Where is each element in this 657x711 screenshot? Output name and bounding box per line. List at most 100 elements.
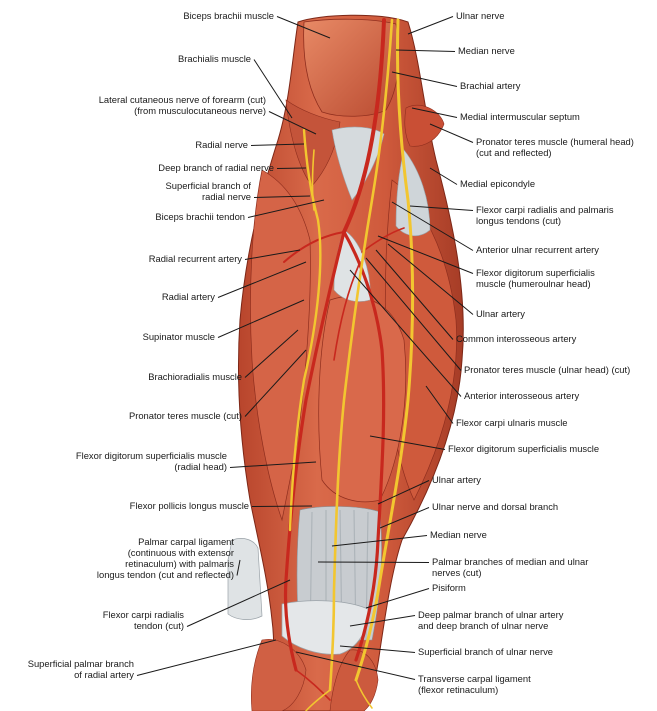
- leader-line-superficial-palmar-branch: [136, 639, 277, 676]
- label-line: Pronator teres muscle (humeral head): [476, 136, 634, 147]
- label-brachial-artery: Brachial artery: [460, 80, 520, 91]
- label-line: Common interosseous artery: [456, 333, 577, 344]
- leader-line-ulnar-nerve: [407, 16, 454, 35]
- label-line: Pisiform: [432, 582, 466, 593]
- label-line: longus tendon (cut and reflected): [96, 569, 234, 580]
- label-line: Lateral cutaneous nerve of forearm (cut): [98, 94, 266, 105]
- label-ulnar-artery-upper: Ulnar artery: [476, 308, 525, 319]
- label-line: Ulnar artery: [476, 308, 525, 319]
- label-line: Medial epicondyle: [460, 178, 536, 189]
- label-pronator-teres-humeral: Pronator teres muscle (humeral head)(cut…: [476, 136, 634, 158]
- label-line: Biceps brachii muscle: [183, 10, 274, 21]
- leader-line-anterior-ulnar-recurrent: [391, 201, 474, 251]
- label-median-nerve: Median nerve: [458, 45, 515, 56]
- label-common-interosseous: Common interosseous artery: [456, 333, 576, 344]
- label-superficial-branch-ulnar: Superficial branch of ulnar nerve: [418, 646, 553, 657]
- label-line: tendon (cut): [133, 620, 184, 631]
- hypothenar-muscles: [329, 649, 379, 711]
- label-line: Radial recurrent artery: [148, 253, 242, 264]
- label-line: Brachialis muscle: [178, 53, 251, 64]
- leader-line-deep-palmar-branch: [349, 615, 416, 627]
- label-lateral-cutaneous-nerve: Lateral cutaneous nerve of forearm (cut)…: [99, 94, 266, 116]
- label-flexor-carpi-ulnaris: Flexor carpi ulnaris muscle: [456, 417, 568, 428]
- leader-line-pronator-teres-humeral: [429, 123, 474, 143]
- label-line: (from musculocutaneous nerve): [134, 105, 266, 116]
- label-anterior-ulnar-recurrent: Anterior ulnar recurrent artery: [476, 244, 599, 255]
- label-line: Flexor carpi ulnaris muscle: [456, 417, 568, 428]
- leader-line-flexor-carpi-ulnaris: [425, 385, 454, 424]
- leader-line-brachial-artery: [391, 71, 458, 87]
- leader-line-anterior-interosseous: [349, 269, 462, 397]
- label-line: radial nerve: [202, 191, 251, 202]
- nerves: [288, 18, 414, 711]
- label-biceps-brachii-tendon: Biceps brachii tendon: [155, 211, 245, 222]
- label-line: Radial nerve: [195, 139, 248, 150]
- label-line: Brachial artery: [460, 80, 521, 91]
- pronator-teres-flap: [404, 104, 445, 147]
- leader-line-radial-recurrent-artery: [244, 249, 301, 260]
- leader-line-ulnar-artery-upper: [387, 243, 474, 315]
- label-flexor-pollicis-longus: Flexor pollicis longus muscle: [130, 500, 249, 511]
- label-pronator-teres-cut: Pronator teres muscle (cut): [129, 410, 242, 421]
- leader-line-fds-radial-head: [229, 461, 317, 468]
- leader-line-brachialis-muscle: [253, 59, 293, 119]
- leader-line-supinator-muscle: [217, 299, 305, 338]
- label-line: Ulnar nerve and dorsal branch: [432, 501, 559, 512]
- label-anterior-interosseous: Anterior interosseous artery: [464, 390, 579, 401]
- label-line: Anterior interosseous artery: [464, 390, 580, 401]
- leader-line-radial-nerve: [250, 143, 305, 146]
- label-line: Palmar carpal ligament: [138, 536, 234, 547]
- leader-line-palmar-branches: [317, 561, 430, 563]
- label-line: (cut and reflected): [476, 147, 552, 158]
- label-medial-intermuscular-septum: Medial intermuscular septum: [460, 111, 580, 122]
- label-line: Deep branch of radial nerve: [158, 162, 274, 173]
- leader-line-common-interosseous: [375, 249, 454, 340]
- label-line: Biceps brachii tendon: [155, 211, 245, 222]
- label-line: Supinator muscle: [142, 331, 215, 342]
- label-line: Median nerve: [430, 529, 487, 540]
- label-line: (radial head): [174, 461, 227, 472]
- label-supinator-muscle: Supinator muscle: [143, 331, 215, 342]
- label-line: muscle (humeroulnar head): [476, 278, 591, 289]
- label-line: (continuous with extensor: [127, 547, 234, 558]
- label-radial-recurrent-artery: Radial recurrent artery: [149, 253, 242, 264]
- leader-line-pisiform: [365, 588, 430, 609]
- brachialis-muscle-shape: [285, 99, 341, 187]
- label-biceps-brachii-muscle: Biceps brachii muscle: [183, 10, 274, 21]
- label-line: Pronator teres muscle (ulnar head) (cut): [464, 364, 631, 375]
- leader-line-superficial-branch-radial-nerve: [253, 195, 311, 198]
- label-pronator-teres-ulnar: Pronator teres muscle (ulnar head) (cut): [464, 364, 630, 375]
- label-line: Superficial palmar branch: [27, 658, 134, 669]
- leader-line-median-nerve-lower: [331, 535, 428, 547]
- label-line: Ulnar artery: [432, 474, 481, 485]
- leader-line-pronator-teres-ulnar: [365, 257, 462, 371]
- leader-line-median-nerve: [395, 49, 456, 52]
- label-fds-muscle: Flexor digitorum superficialis muscle: [448, 443, 599, 454]
- label-line: Median nerve: [458, 45, 515, 56]
- label-line: Superficial branch of: [165, 180, 251, 191]
- leader-line-lateral-cutaneous-nerve: [268, 111, 317, 135]
- label-line: Ulnar nerve: [456, 10, 505, 21]
- label-transverse-carpal: Transverse carpal ligament(flexor retina…: [418, 673, 531, 695]
- label-line: (flexor retinaculum): [418, 684, 499, 695]
- label-palmar-carpal-ligament: Palmar carpal ligament(continuous with e…: [97, 536, 234, 580]
- label-line: and deep branch of ulnar nerve: [418, 620, 549, 631]
- leader-line-medial-epicondyle: [429, 167, 458, 185]
- label-radial-nerve: Radial nerve: [195, 139, 248, 150]
- label-ulnar-artery-lower: Ulnar artery: [432, 474, 481, 485]
- label-line: Brachioradialis muscle: [148, 371, 242, 382]
- leader-line-brachioradialis-muscle: [244, 329, 299, 378]
- label-line: Flexor digitorum superficialis muscle: [448, 443, 600, 454]
- label-line: Deep palmar branch of ulnar artery: [418, 609, 564, 620]
- label-line: of radial artery: [74, 669, 134, 680]
- leader-line-flexor-carpi-radialis-tendon: [186, 579, 291, 627]
- label-brachialis-muscle: Brachialis muscle: [178, 53, 251, 64]
- label-line: Flexor digitorum superficialis muscle: [75, 450, 227, 461]
- label-ulnar-nerve: Ulnar nerve: [456, 10, 504, 21]
